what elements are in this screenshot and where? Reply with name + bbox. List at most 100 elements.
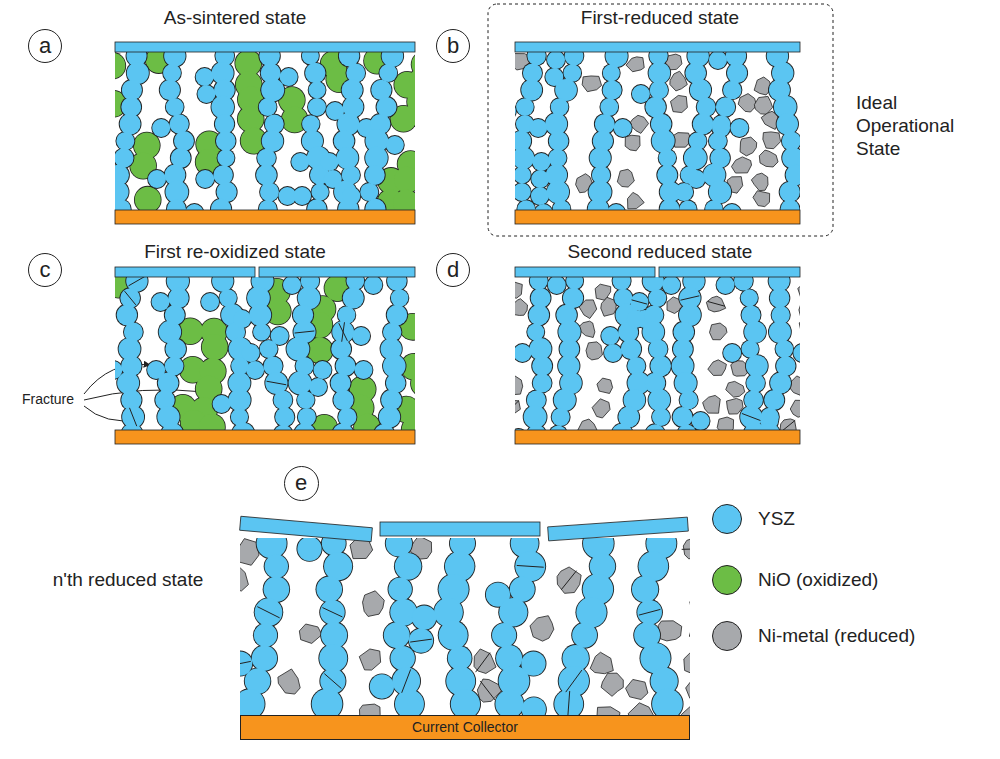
ysz-particle [354,361,372,379]
ysz-particle [515,344,531,362]
ysz-particle [343,287,364,308]
ysz-particle [744,321,766,343]
electrolyte-bar [659,267,800,277]
electrolyte-bar [380,522,540,536]
ysz-particle [515,551,545,581]
ysz-particle [650,81,668,99]
legend-entry: YSZ [712,504,795,534]
ysz-particle [374,424,394,430]
ysz-particle [643,277,664,292]
ni-particle [799,303,800,320]
fracture-line [742,413,761,420]
ysz-particle [709,132,727,150]
ysz-particle [531,187,549,205]
ysz-particle [412,606,436,630]
ysz-particle-edge [259,182,280,203]
nio-outline [115,277,415,430]
ysz-particle [652,408,670,426]
ysz-particle-edge [530,186,550,206]
electrolyte-bar [515,42,800,52]
ysz-particle [601,327,619,345]
ni-particle [359,704,380,715]
fracture-line [267,381,287,385]
ysz-particle [253,323,270,340]
ni-particle [751,173,768,191]
ysz-particle-edge [195,67,215,87]
ysz-outline [515,52,800,210]
ysz-particle [529,305,550,326]
ysz-particle [552,408,570,426]
ysz-particle-edge [722,203,742,210]
ysz-particle [371,80,391,100]
ysz-particle [548,149,566,167]
ysz-particle [549,131,569,151]
ysz-particle-edge [730,118,750,138]
ysz-particle [775,340,793,358]
ysz-particle-edge [612,277,632,291]
electrode-panel [103,267,441,446]
ni-particle [363,591,385,617]
ni-particle [601,673,623,696]
ysz-particle [648,289,666,307]
legend-text: Ni-metal (reduced) [758,625,915,647]
ni-particle [754,96,772,114]
ysz-particle [117,305,138,326]
ysz-particle [293,187,311,205]
ni-particle [240,568,248,591]
ysz-particle [273,391,292,410]
ysz-particle [697,98,716,117]
ysz-particle [291,153,309,171]
ysz-particle [148,170,166,188]
ysz-particle [734,277,753,290]
ysz-particle [260,183,279,202]
electrode-panel [504,267,819,448]
ysz-particle-edge [745,373,765,393]
nio-particle [202,334,228,360]
ysz-particle [535,204,553,210]
ysz-particle-edge [258,199,278,210]
ysz-particle [680,391,698,409]
ysz-particle-edge [363,277,383,295]
ysz-particle [346,64,365,83]
ni-particle [753,191,770,207]
ysz-particle [324,552,352,580]
ysz-particle [232,423,255,430]
ysz-particle [240,689,265,715]
ysz-particle [252,645,277,670]
ni-particle [474,649,496,674]
ysz-particle [219,289,236,306]
ysz-particle [527,425,546,430]
electrode-panel [227,516,713,730]
nio-outline [115,52,415,210]
electrolyte-bar [115,267,255,277]
ni-particle [683,538,690,559]
ni-particle [738,94,756,112]
current-collector: Current Collector [240,715,690,740]
particle-field [115,277,415,430]
ysz-particle [336,147,358,169]
ysz-particle [386,136,404,154]
nio-particle [135,187,161,210]
fracture-line [639,609,660,615]
ni-particle [798,282,800,300]
state-title: Second reduced state [568,241,753,264]
ysz-particle-edge [296,538,322,562]
ni-particle [590,652,613,673]
ysz-particle [705,200,722,210]
fracture-line [129,277,146,286]
current-collector-bar [115,430,415,444]
ysz-particle-edge [195,169,215,189]
ni-particle [515,376,523,395]
ysz-particle [770,288,790,308]
ni-particle [726,381,745,397]
ysz-particle [727,63,747,83]
ysz-fill [515,277,800,430]
ni-particle [625,135,640,151]
ysz-particle-edge [254,597,284,627]
ni-particle [582,76,601,92]
ni-particle [708,360,727,376]
ysz-particle [637,600,662,625]
ysz-particle-edge [200,292,220,312]
ysz-particle [386,373,406,393]
